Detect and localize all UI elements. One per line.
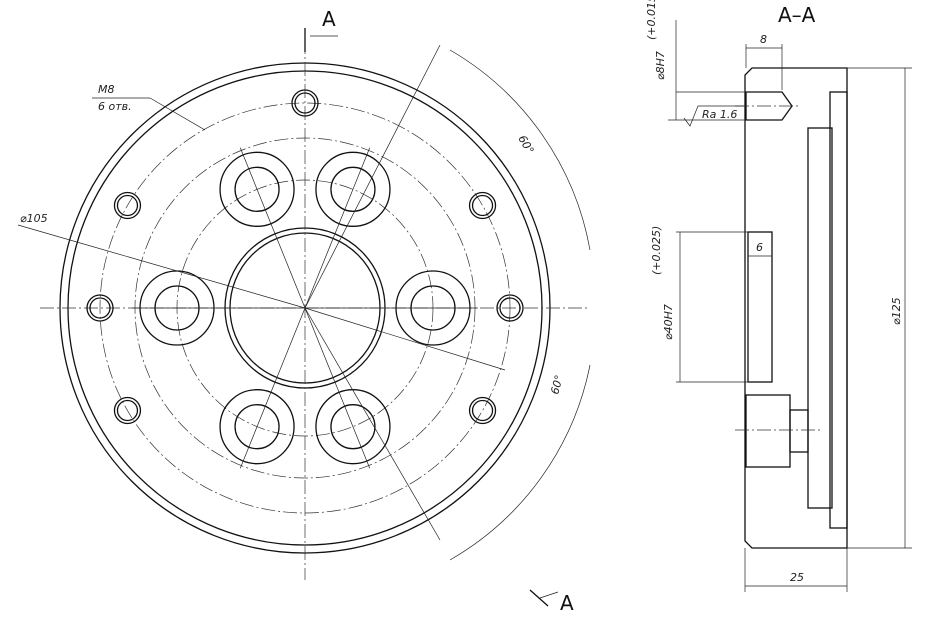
pin-depth-label: 8 xyxy=(760,33,767,46)
bore-tol: (+0.025) xyxy=(650,226,663,275)
hole-centerline xyxy=(239,307,306,469)
angle-ext-2 xyxy=(304,307,506,371)
angle-label-top: 60° xyxy=(515,133,536,156)
hole-centerline xyxy=(304,307,371,469)
thread-count: 6 отв. xyxy=(98,100,132,113)
small-hole-inner xyxy=(116,399,139,422)
small-hole-inner xyxy=(499,297,521,319)
section-title: A–A xyxy=(778,3,816,27)
diameter-label: ⌀105 xyxy=(20,212,48,225)
thread-leader xyxy=(149,97,206,131)
rear-recess xyxy=(807,127,833,509)
bore-pocket xyxy=(747,231,773,383)
section-mark-bottom xyxy=(529,589,549,607)
small-hole-inner xyxy=(294,92,316,114)
small-hole-inner xyxy=(89,297,111,319)
small-hole-outer xyxy=(468,191,497,220)
outer-diameter-label: ⌀125 xyxy=(890,297,903,325)
counterbore-section xyxy=(745,394,791,468)
roughness-symbol xyxy=(683,105,745,127)
small-hole-outer xyxy=(113,396,142,425)
hole-centerline xyxy=(239,147,306,309)
rear-step xyxy=(829,91,848,529)
bore-label: ⌀40H7 xyxy=(662,304,675,340)
counterbore-outer xyxy=(219,151,295,227)
front-view: A A M8 6 отв. ⌀105 60° 60° xyxy=(17,7,591,615)
counterbore-holes xyxy=(132,147,478,469)
small-hole-inner xyxy=(471,399,494,422)
hole-centerline xyxy=(304,147,371,309)
counterbore-inner xyxy=(234,166,280,212)
small-hole-outer xyxy=(291,89,319,117)
thread-label: M8 xyxy=(98,83,115,96)
angle-arc-bottom xyxy=(449,364,591,561)
angle-arc-top xyxy=(449,49,591,251)
pin-hole xyxy=(745,91,793,121)
pin-hole-label: ⌀8H7 xyxy=(654,51,667,80)
angle-ext-1 xyxy=(304,44,441,309)
counterbore-inner xyxy=(330,166,376,212)
small-hole-outer xyxy=(86,294,114,322)
counterbore-inner xyxy=(234,404,280,450)
counterbore-outer xyxy=(315,151,391,227)
thickness-label: 25 xyxy=(790,571,804,584)
counterbore-inner xyxy=(330,404,376,450)
angle-ext-3 xyxy=(304,307,441,541)
small-holes xyxy=(86,89,524,425)
pin-hole-tol: (+0.015) xyxy=(645,0,658,40)
small-hole-outer xyxy=(496,294,524,322)
roughness-label: Ra 1.6 xyxy=(702,108,737,121)
small-hole-inner xyxy=(471,194,494,217)
bore-depth-label: 6 xyxy=(756,241,763,254)
section-label-bottom: A xyxy=(560,591,574,615)
counterbore-outer xyxy=(219,389,295,465)
section-view: A–A ⌀8H7 (+0.015) Ra 1.6 8 ⌀40H7 (+0.025… xyxy=(645,0,912,592)
diameter-leader xyxy=(17,224,306,309)
small-hole-outer xyxy=(468,396,497,425)
section-label-top: A xyxy=(322,7,336,31)
counterbore-outer xyxy=(315,389,391,465)
through-hole-section xyxy=(789,409,809,453)
angle-label-bottom: 60° xyxy=(548,374,566,396)
small-hole-outer xyxy=(113,191,142,220)
small-hole-inner xyxy=(116,194,139,217)
section-arrow-bottom xyxy=(539,591,559,599)
